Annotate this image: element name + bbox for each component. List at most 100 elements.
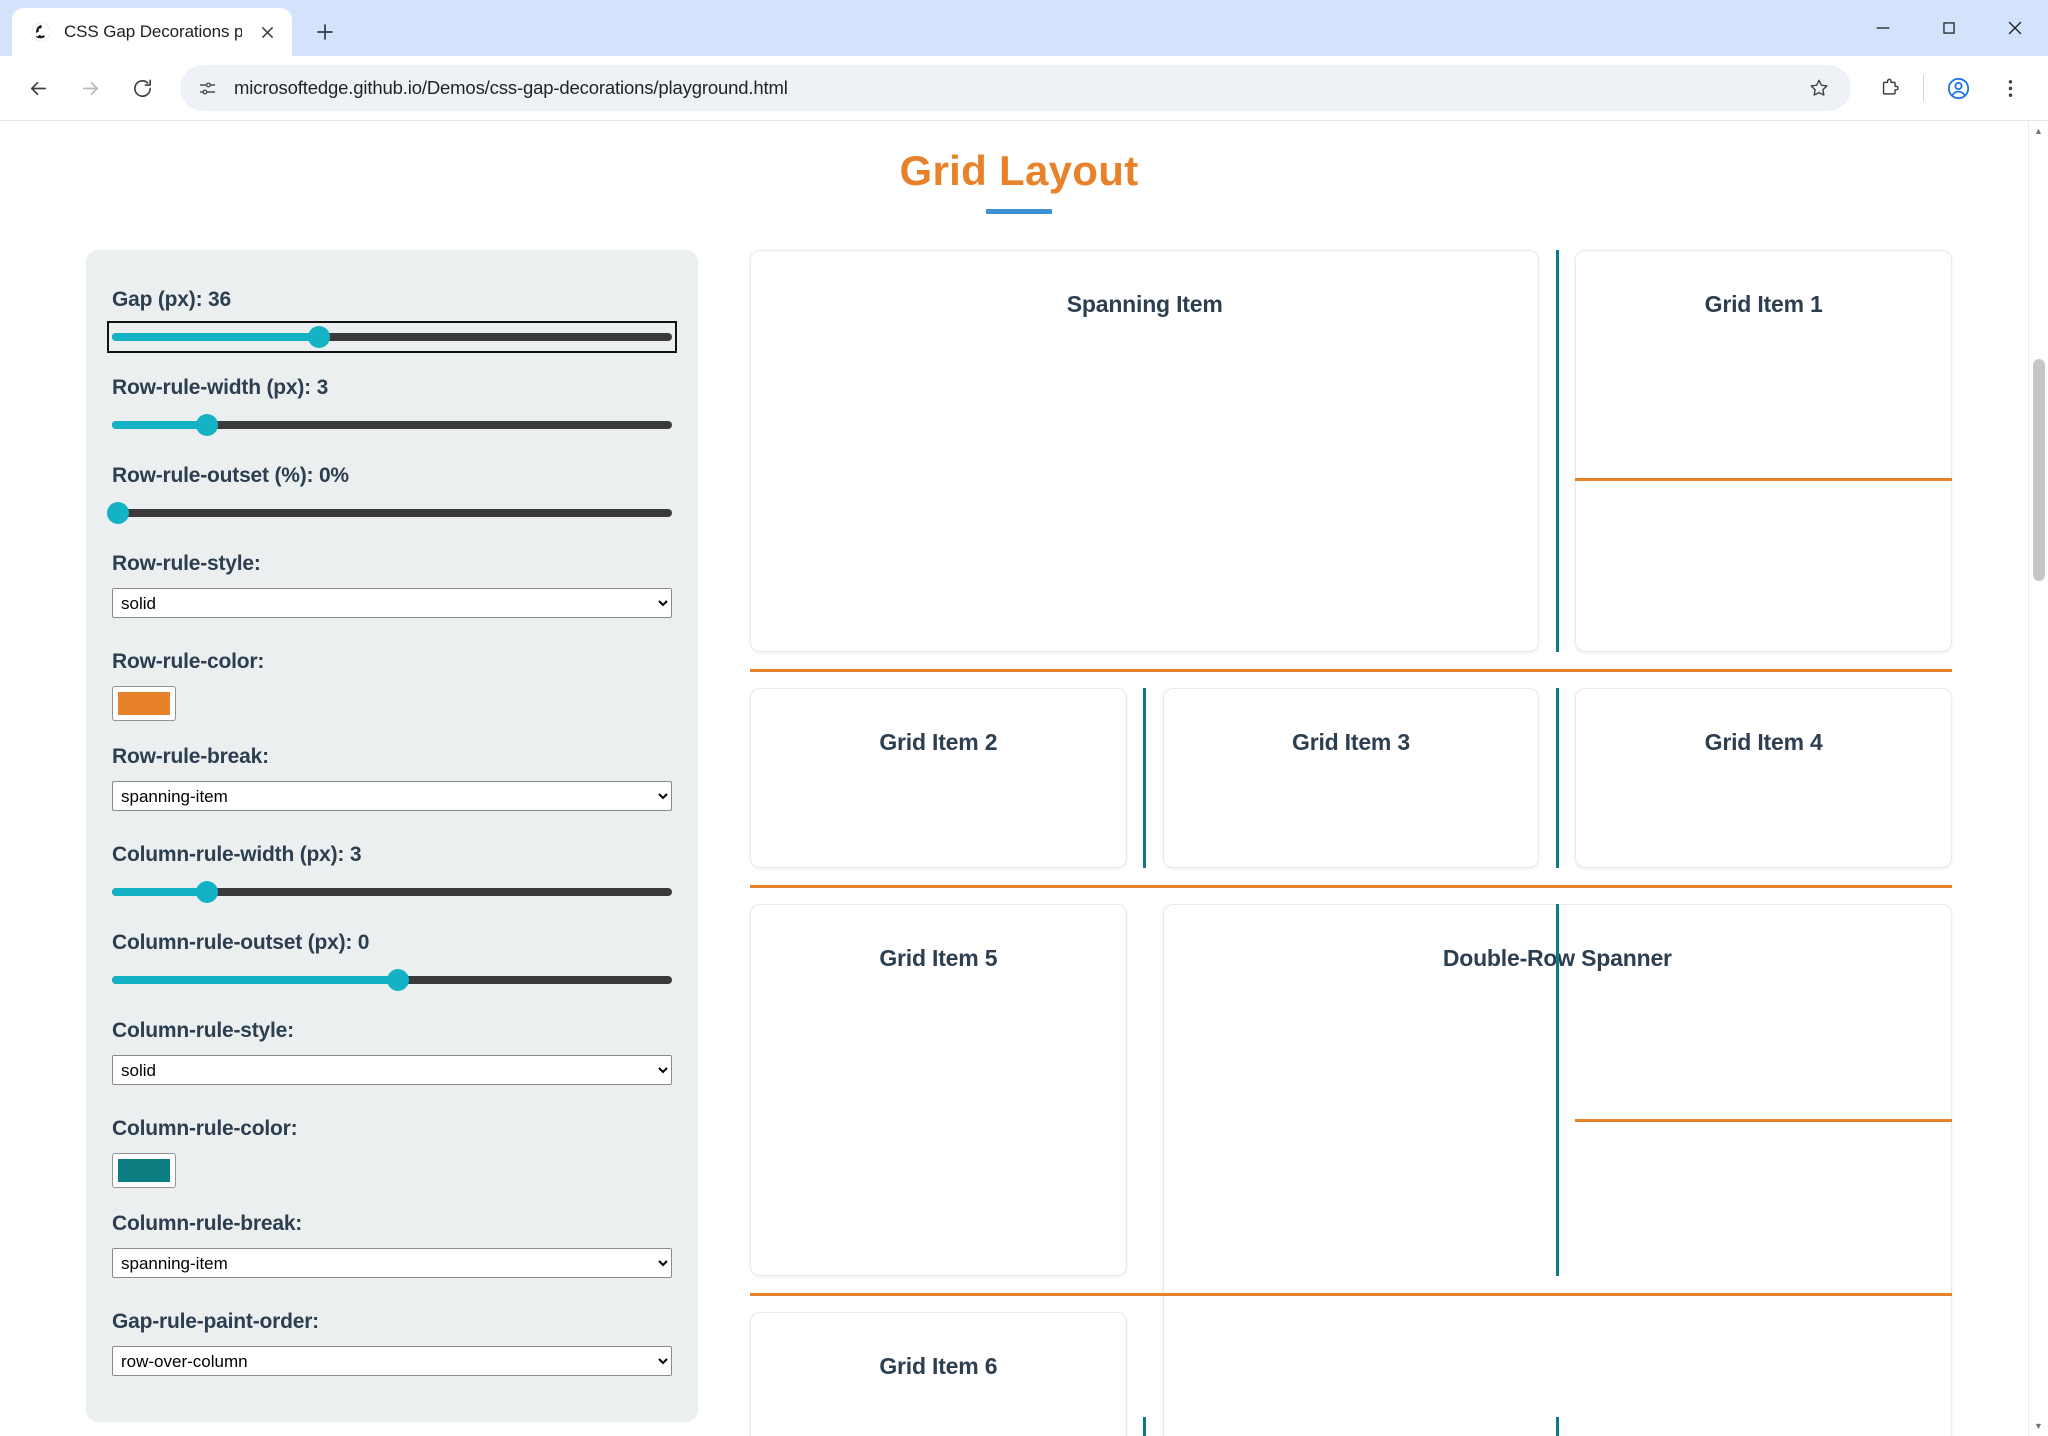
label-column-rule-width: Column-rule-width (px): 3 [112,843,362,866]
grid-item: Spanning Item [750,250,1540,652]
more-vertical-icon[interactable] [1986,64,2034,112]
grid-item: Grid Item 5 [750,904,1127,1276]
back-icon[interactable] [14,64,62,112]
control-column-rule-outset: Column-rule-outset (px): 0 [112,919,672,991]
scroll-down-icon[interactable]: ▼ [2034,1421,2043,1431]
label-row-rule-style: Row-rule-style: [112,552,261,575]
slider-thumb[interactable] [196,414,219,436]
slider-thumb[interactable] [386,969,409,991]
tab-strip: CSS Gap Decorations playground [0,0,2048,56]
forward-icon[interactable] [66,64,114,112]
globe-icon [30,21,52,43]
slider-track [112,509,672,517]
main-content: Gap (px): 36 Row-rule-width (px): 3 Row-ru… [42,214,1996,1436]
permissions-icon[interactable] [190,71,224,105]
control-column-rule-style: Column-rule-style: nonesoliddasheddottedd… [112,1007,672,1101]
extensions-icon[interactable] [1865,64,1913,112]
select-row-rule-style[interactable]: nonesoliddasheddotteddoublegrooveridgein… [112,588,672,618]
page-content-area: Grid Layout Gap (px): 36 Row-rule-width (… [42,121,1996,1436]
slider-gap[interactable] [107,321,677,353]
grid-item: Grid Item 3 [1162,688,1540,868]
color-swatch-row-rule-color[interactable] [112,686,176,721]
window-close-button[interactable] [1982,0,2048,56]
slider-fill [112,976,398,984]
select-column-rule-break[interactable]: nonespanning-itemintersection [112,1248,672,1278]
label-row-rule-outset: Row-rule-outset (%): 0% [112,464,349,487]
slider-track [112,333,672,341]
select-gap-rule-paint-order[interactable]: row-over-columncolumn-over-row [112,1346,672,1376]
slider-row-rule-outset[interactable] [106,502,672,524]
row-rule [1575,477,1952,481]
label-row-rule-color: Row-rule-color: [112,650,265,673]
slider-thumb[interactable] [106,502,129,524]
grid-item: Grid Item 2 [750,688,1127,868]
column-rule [1555,904,1559,1276]
tab-title: CSS Gap Decorations playground [64,22,242,41]
control-column-rule-break: Column-rule-break:nonespanning-iteminter… [112,1200,672,1294]
slider-track [112,888,672,896]
label-row-rule-width: Row-rule-width (px): 3 [112,376,329,399]
window-controls [1850,0,2048,56]
slider-track [112,421,672,429]
label-row-rule-break: Row-rule-break: [112,745,269,768]
slider-column-rule-outset[interactable] [112,969,672,991]
profile-icon[interactable] [1934,64,1982,112]
browser-tab[interactable]: CSS Gap Decorations playground [12,8,292,56]
label-column-rule-color: Column-rule-color: [112,1117,298,1140]
row-rule [750,884,1952,888]
reload-icon[interactable] [118,64,166,112]
column-rule [1143,688,1147,868]
slider-thumb[interactable] [308,326,331,348]
column-rule [1143,1417,1147,1436]
page-header: Grid Layout [42,121,1996,214]
label-gap: Gap (px): 36 [112,288,231,311]
column-rule [1555,250,1559,652]
close-icon[interactable] [254,19,280,45]
scrollbar-thumb[interactable] [2033,359,2045,581]
select-row-rule-break[interactable]: nonespanning-itemintersection [112,781,672,811]
control-column-rule-color: Column-rule-color: [112,1105,672,1188]
grid-item: Grid Item 4 [1575,688,1952,868]
scroll-up-icon[interactable]: ▲ [2034,126,2043,136]
url-text: microsoftedge.github.io/Demos/css-gap-de… [234,77,788,98]
maximize-button[interactable] [1916,0,1982,56]
label-column-rule-outset: Column-rule-outset (px): 0 [112,931,370,954]
minimize-button[interactable] [1850,0,1916,56]
row-rule [750,668,1952,672]
slider-thumb[interactable] [196,881,219,903]
color-swatch-column-rule-color[interactable] [112,1153,176,1188]
title-underline [986,209,1052,214]
slider-row-rule-width[interactable] [112,414,672,436]
grid-item: Grid Item 1 [1575,250,1952,652]
label-gap-rule-paint-order: Gap-rule-paint-order: [112,1310,319,1333]
column-rule [1555,1417,1559,1436]
row-rule [750,1292,1952,1296]
grid-item: Grid Item 6 [750,1312,1127,1436]
slider-fill [112,333,320,341]
page-scrollbar[interactable]: ▲ ▼ [2028,121,2048,1436]
row-rule [1575,1118,1952,1122]
controls-panel: Gap (px): 36 Row-rule-width (px): 3 Row-ru… [86,250,698,1422]
page-viewport: Grid Layout Gap (px): 36 Row-rule-width (… [0,120,2048,1436]
address-bar[interactable]: microsoftedge.github.io/Demos/css-gap-de… [180,65,1851,111]
label-column-rule-style: Column-rule-style: [112,1019,294,1042]
column-rule [1555,688,1559,868]
swatch-color [118,692,170,715]
control-gap-rule-paint-order: Gap-rule-paint-order: row-over-columncolu… [112,1298,672,1392]
star-icon[interactable] [1799,68,1839,108]
control-gap: Gap (px): 36 [107,276,677,353]
browser-toolbar: microsoftedge.github.io/Demos/css-gap-de… [0,56,2048,120]
new-tab-button[interactable] [304,11,346,53]
control-column-rule-width: Column-rule-width (px): 3 [112,831,672,903]
slider-column-rule-width[interactable] [112,881,672,903]
page-title: Grid Layout [899,147,1139,194]
control-row-rule-style: Row-rule-style: nonesoliddasheddotteddoub… [112,540,672,634]
swatch-color [118,1159,170,1182]
control-row-rule-outset: Row-rule-outset (%): 0% [106,452,672,524]
control-row-rule-width: Row-rule-width (px): 3 [112,364,672,436]
select-column-rule-style[interactable]: nonesoliddasheddotteddoublegrooveridgein… [112,1055,672,1085]
control-row-rule-break: Row-rule-break: nonespanning-itemintersec… [112,733,672,827]
